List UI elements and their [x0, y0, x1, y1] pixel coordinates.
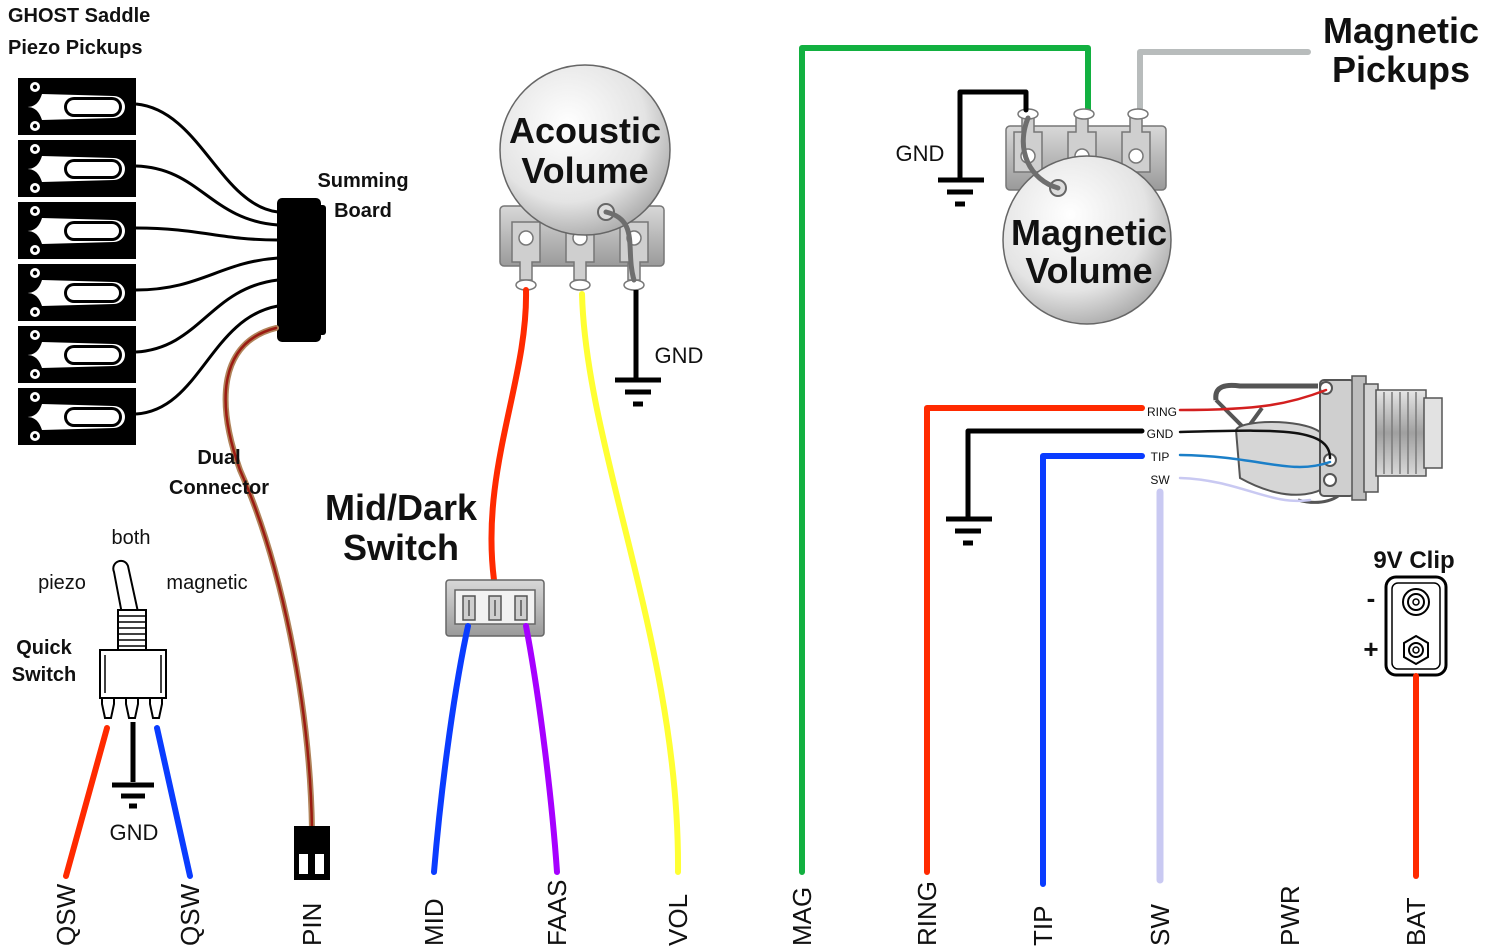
piezo-pickups: GHOST Saddle Piezo Pickups: [8, 5, 150, 445]
jack-sw-label: SW: [1150, 473, 1170, 487]
terminal-label-qsw: QSW: [175, 883, 205, 946]
mag-green-wire: [799, 45, 1091, 875]
piezo-pickup: [18, 388, 136, 445]
terminal-label-vol: VOL: [663, 894, 693, 946]
magnetic-volume-label-line2: Volume: [1025, 250, 1152, 291]
terminal-label-bat: BAT: [1401, 897, 1431, 946]
terminal-label-mid: MID: [419, 898, 449, 946]
acoustic-volume-pot: Acoustic Volume GND: [499, 64, 704, 407]
battery-clip-label: 9V Clip: [1373, 547, 1454, 574]
battery-minus-label: -: [1367, 583, 1376, 613]
piezo-pickup: [18, 264, 136, 321]
quick-switch-both-label: both: [112, 527, 151, 549]
magnetic-gnd-label: GND: [896, 141, 945, 166]
battery-clip: 9V Clip - +: [1363, 547, 1455, 677]
terminal-label-ring: RING: [912, 881, 942, 946]
piezo-title-line2: Piezo Pickups: [8, 37, 143, 59]
piezo-title-line1: GHOST Saddle: [8, 5, 150, 27]
mid-dark-label-line2: Switch: [343, 527, 459, 568]
terminal-label-pin: PIN: [297, 903, 327, 946]
magnetic-pickups-label-line2: Pickups: [1332, 49, 1470, 90]
ring-red-wire: [924, 405, 1145, 875]
terminal-label-pwr: PWR: [1275, 885, 1305, 946]
faas-purple-wire: [523, 623, 560, 875]
terminal-label-qsw: QSW: [51, 883, 81, 946]
terminal-label-faas: FAAS: [542, 880, 572, 946]
acoustic-gnd-label: GND: [655, 343, 704, 368]
tip-blue-wire: [1040, 453, 1145, 887]
dual-label-line1: Dual: [197, 447, 240, 469]
piezo-pickup: [18, 140, 136, 197]
acoustic-yellow-wire: [579, 291, 682, 875]
jack-gnd-label: GND: [1147, 427, 1174, 441]
jack-gnd-wire: [946, 428, 1145, 546]
magnetic-volume-pot: Magnetic Volume GND: [896, 89, 1172, 325]
output-jack: RING GND TIP SW: [1147, 375, 1443, 504]
mid-dark-label-line1: Mid/Dark: [325, 487, 478, 528]
dual-connector-wire: Dual Connector: [169, 325, 315, 833]
acoustic-red-wire: [488, 287, 530, 583]
magnetic-pickups-title: Magnetic Pickups: [1323, 10, 1479, 90]
magnetic-volume-label-line1: Magnetic: [1011, 212, 1167, 253]
quick-switch-label-line1: Quick: [16, 637, 72, 659]
dual-label-line2: Connector: [169, 477, 269, 499]
mid-dark-switch: Mid/Dark Switch: [325, 487, 545, 637]
terminal-labels: QSW QSW PIN MID FAAS VOL MAG RING TIP SW PWR BAT: [51, 880, 1431, 946]
terminal-label-mag: MAG: [787, 887, 817, 946]
acoustic-volume-label-line1: Acoustic: [509, 110, 661, 151]
terminal-label-sw: SW: [1145, 904, 1175, 946]
jack-ring-label: RING: [1147, 405, 1177, 419]
quick-switch-piezo-label: piezo: [38, 572, 86, 594]
pin-connector: [294, 826, 330, 880]
quick-switch-label-line2: Switch: [12, 664, 76, 686]
jack-tip-label: TIP: [1151, 450, 1170, 464]
summing-label-line1: Summing: [317, 170, 408, 192]
summing-board: Summing Board: [277, 170, 409, 342]
piezo-pickup: [18, 326, 136, 383]
mag-gray-wire: [1137, 49, 1311, 113]
quick-switch-gnd-label: GND: [110, 820, 159, 845]
battery-plus-label: +: [1363, 634, 1378, 664]
piezo-pickup: [18, 202, 136, 259]
summing-label-line2: Board: [334, 200, 392, 222]
quick-switch: Quick Switch both piezo magnetic GND: [12, 527, 248, 879]
magnetic-pickups-label-line1: Magnetic: [1323, 10, 1479, 51]
mid-blue-wire: [431, 623, 471, 875]
quick-switch-magnetic-label: magnetic: [166, 572, 247, 594]
piezo-wires: [135, 102, 279, 416]
piezo-pickup: [18, 78, 136, 135]
terminal-label-tip: TIP: [1028, 906, 1058, 946]
acoustic-volume-label-line2: Volume: [521, 150, 648, 191]
